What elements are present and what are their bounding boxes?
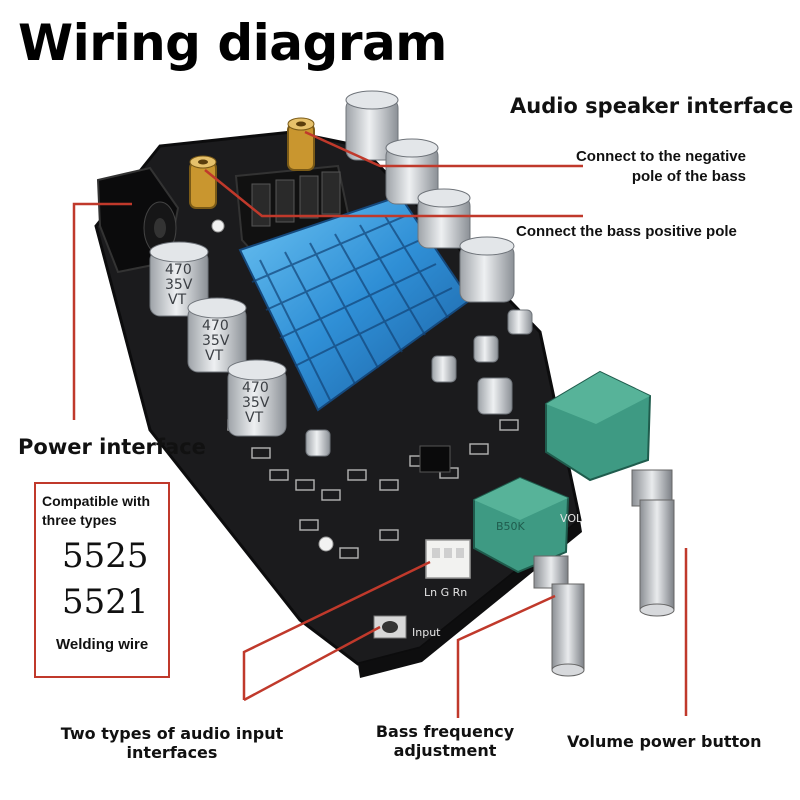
capacitor [417, 188, 471, 249]
input-silk-label: Input [412, 626, 441, 639]
label-negative-pole-2: pole of the bass [631, 168, 746, 185]
label-negative-pole-1: Connect to the negative [575, 148, 746, 165]
capacitor [149, 241, 209, 317]
volume-potentiometer [545, 370, 675, 617]
small-capacitor [305, 429, 331, 457]
small-capacitor [473, 335, 499, 363]
ic-chip [419, 445, 451, 473]
label-bass-frequency-line1: Bass frequency [375, 722, 515, 741]
vol-silk-label: VOL [560, 512, 583, 525]
capacitor-label: VT [205, 348, 224, 364]
label-audio-input: Two types of audio input interfaces [54, 724, 290, 762]
pointer-line-input-connector [242, 560, 431, 700]
capacitor-label: 470 [202, 318, 229, 334]
pot-silk-label: B50K [496, 520, 526, 533]
mount-hole [211, 219, 225, 233]
pointer-lines [72, 130, 688, 718]
capacitor-label: VT [245, 410, 264, 426]
capacitor-label: 470 [242, 380, 269, 396]
pointer-line-input-jack [243, 625, 381, 702]
compat-heading: Compatible with three types [42, 492, 150, 530]
compat-type-welding: Welding wire [56, 636, 149, 653]
mount-hole [318, 536, 334, 552]
gold-terminal-positive [189, 155, 217, 209]
label-audio-input-line1: Two types of audio input [60, 724, 284, 743]
capacitor [227, 359, 287, 437]
pointer-line-negative [304, 130, 583, 168]
audio-input-connector [425, 539, 471, 579]
heatsink [238, 194, 472, 412]
compat-type-5525: 5525 [62, 536, 149, 576]
pointer-line-positive [204, 169, 583, 218]
capacitor-label: 35V [165, 277, 193, 293]
label-positive-pole: Connect the bass positive pole [516, 223, 737, 240]
label-power-interface: Power interface [18, 435, 206, 459]
capacitor [385, 138, 439, 205]
compat-type-5521: 5521 [62, 582, 149, 622]
compat-heading-line1: Compatible with [42, 493, 151, 509]
small-capacitor [477, 377, 513, 415]
label-audio-input-line2: interfaces [126, 743, 218, 762]
bass-potentiometer: B50K [473, 476, 585, 677]
capacitor-label: 470 [165, 262, 192, 278]
small-capacitor [507, 309, 533, 335]
capacitor-label: 35V [202, 333, 230, 349]
capacitor [459, 236, 515, 303]
pointer-line-power [72, 202, 132, 420]
compatibility-box: Compatible with three types 5525 5521 We… [34, 482, 170, 678]
capacitor-label: 35V [242, 395, 270, 411]
label-bass-frequency: Bass frequency adjustment [370, 722, 520, 760]
gold-terminal-negative [287, 117, 315, 171]
audio-input-jack [373, 615, 407, 639]
label-speaker-interface: Audio speaker interface [510, 94, 794, 118]
page-title: Wiring diagram [18, 14, 447, 72]
pins-silk-label: Ln G Rn [424, 586, 467, 599]
compat-heading-line2: three types [42, 512, 117, 528]
pcb-board-edge [358, 520, 582, 678]
pointer-line-bass [456, 594, 556, 718]
capacitor [345, 90, 399, 161]
capacitor-label: VT [168, 292, 187, 308]
label-bass-frequency-line2: adjustment [393, 741, 497, 760]
small-capacitor [431, 355, 457, 383]
capacitor [187, 297, 247, 373]
label-volume-button: Volume power button [567, 732, 762, 751]
